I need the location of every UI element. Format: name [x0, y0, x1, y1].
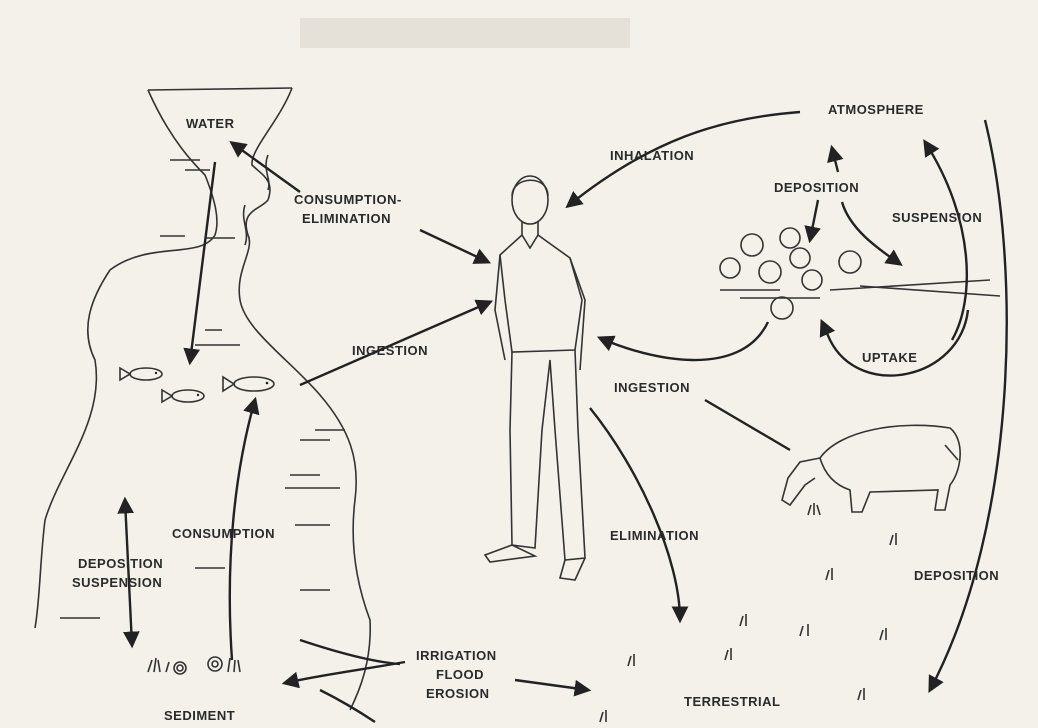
label-deposition-right: DEPOSITION — [914, 568, 999, 583]
arrow-atmosphere-deposition — [832, 148, 838, 172]
label-consumption: CONSUMPTION — [172, 526, 275, 541]
fish-icon — [120, 368, 162, 380]
human-figure — [485, 176, 585, 580]
label-erosion: EROSION — [426, 686, 489, 701]
label-atmosphere: ATMOSPHERE — [828, 102, 924, 117]
arrow-deposition-suspension — [125, 500, 132, 645]
fish-icon — [162, 390, 204, 402]
arrow-deposition-terrestrial — [930, 120, 1007, 690]
arrow-river-irrigation — [300, 640, 400, 664]
arrow-ingestion-crops — [600, 322, 768, 360]
label-flood: FLOOD — [436, 667, 484, 682]
cow-figure — [782, 425, 960, 512]
label-deposition-top: DEPOSITION — [774, 180, 859, 195]
label-uptake: UPTAKE — [862, 350, 917, 365]
label-ingestion-right: INGESTION — [614, 380, 690, 395]
arrow-water-to-fish — [190, 162, 215, 362]
arrows — [125, 112, 1007, 722]
arrow-to-water — [232, 143, 300, 192]
label-elimination: ELIMINATION — [610, 528, 699, 543]
label-suspension-left: SUSPENSION — [72, 575, 162, 590]
label-consumption-elimination-1: CONSUMPTION- — [294, 192, 402, 207]
arrow-deposition-crops — [810, 200, 818, 240]
arrow-sediment-curve — [320, 690, 375, 722]
sediment-organisms — [148, 657, 240, 674]
arrow-to-terrestrial — [515, 680, 588, 690]
label-suspension-top: SUSPENSION — [892, 210, 982, 225]
label-water: WATER — [186, 116, 235, 131]
faded-heading — [300, 18, 630, 48]
fish-group — [120, 368, 274, 402]
crop-field — [720, 228, 1000, 319]
arrow-to-person-from-water — [420, 230, 488, 262]
arrow-cow-ingestion — [705, 400, 790, 450]
label-consumption-elimination-2: ELIMINATION — [302, 211, 391, 226]
label-terrestrial: TERRESTRIAL — [684, 694, 781, 709]
arrow-suspension — [925, 142, 967, 340]
label-irrigation: IRRIGATION — [416, 648, 497, 663]
arrow-uptake — [822, 310, 968, 376]
label-ingestion-left: INGESTION — [352, 343, 428, 358]
fish-icon — [223, 377, 274, 391]
arrow-elimination — [590, 408, 680, 620]
label-sediment: SEDIMENT — [164, 708, 235, 723]
arrow-to-sediment — [285, 662, 405, 683]
label-inhalation: INHALATION — [610, 148, 694, 163]
label-deposition-left: DEPOSITION — [78, 556, 163, 571]
